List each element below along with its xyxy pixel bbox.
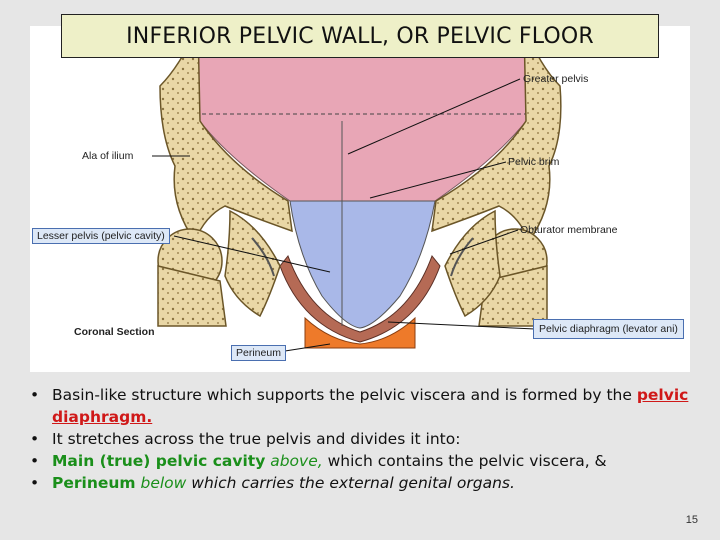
bullet-item-4: • Perineum below which carries the exter… [30, 472, 700, 494]
leader-lesser-pelvis [173, 235, 331, 273]
bullet-dot: • [30, 386, 40, 404]
bullet-item-3: • Main (true) pelvic cavity above, which… [30, 450, 700, 472]
left-ilium-bone [159, 26, 293, 243]
left-obturator-membrane [251, 237, 275, 277]
bullet-dot: • [30, 430, 40, 448]
leader-obturator [449, 229, 519, 255]
bullet-4-text: which carries the external genital organ… [186, 474, 515, 492]
bullet-3-italic: above, [265, 452, 323, 470]
label-greater-pelvis: Greater pelvis [523, 73, 589, 85]
right-obturator-membrane [450, 237, 474, 277]
label-obturator-membrane: Obturator membrane [520, 224, 618, 236]
label-pelvic-brim: Pelvic brim [508, 156, 560, 168]
leader-pelvic-brim [369, 161, 507, 199]
bullet-1-highlight: pelvic diaphragm. [52, 386, 689, 426]
page-number: 15 [685, 514, 698, 526]
bullet-dot: • [30, 474, 40, 492]
bullet-4-italic: below [135, 474, 187, 492]
label-ala-of-ilium: Ala of ilium [82, 150, 134, 162]
bullet-1-text: Basin-like structure which supports the … [52, 386, 637, 404]
bullet-2-text: It stretches across the true pelvis and … [52, 430, 461, 448]
leader-greater-pelvis [347, 78, 521, 155]
label-lesser-pelvis: Lesser pelvis (pelvic cavity) [32, 228, 170, 244]
label-perineum: Perineum [231, 345, 286, 361]
leader-perineum [284, 343, 331, 352]
right-ilium-bone [431, 26, 562, 243]
label-pelvic-diaphragm: Pelvic diaphragm (levator ani) [533, 319, 684, 339]
leader-pelvic-diaphragm [387, 321, 536, 330]
title-box: INFERIOR PELVIC WALL, OR PELVIC FLOOR [61, 14, 659, 58]
bullet-3-highlight: Main (true) pelvic cavity [52, 452, 266, 470]
bullet-list: • Basin-like structure which supports th… [30, 384, 700, 494]
lesser-pelvis-region [289, 200, 436, 329]
levator-ani-muscle [279, 254, 441, 343]
label-coronal-section: Coronal Section [74, 326, 155, 338]
bullet-dot: • [30, 452, 40, 470]
bullet-item-1: • Basin-like structure which supports th… [30, 384, 700, 428]
perineum-region [304, 316, 416, 349]
right-ischium-bone [444, 209, 501, 318]
page-title: INFERIOR PELVIC WALL, OR PELVIC FLOOR [126, 23, 594, 49]
bullet-4-highlight: Perineum [52, 474, 136, 492]
left-femur-shaft [157, 265, 227, 327]
bullet-3-text: which contains the pelvic viscera, & [322, 452, 607, 470]
left-ischium-bone [224, 209, 281, 318]
bullet-item-2: • It stretches across the true pelvis an… [30, 428, 700, 450]
pelvis-diagram-svg [152, 26, 562, 352]
pelvis-diagram: Greater pelvis Ala of ilium Pelvic brim … [30, 26, 690, 372]
